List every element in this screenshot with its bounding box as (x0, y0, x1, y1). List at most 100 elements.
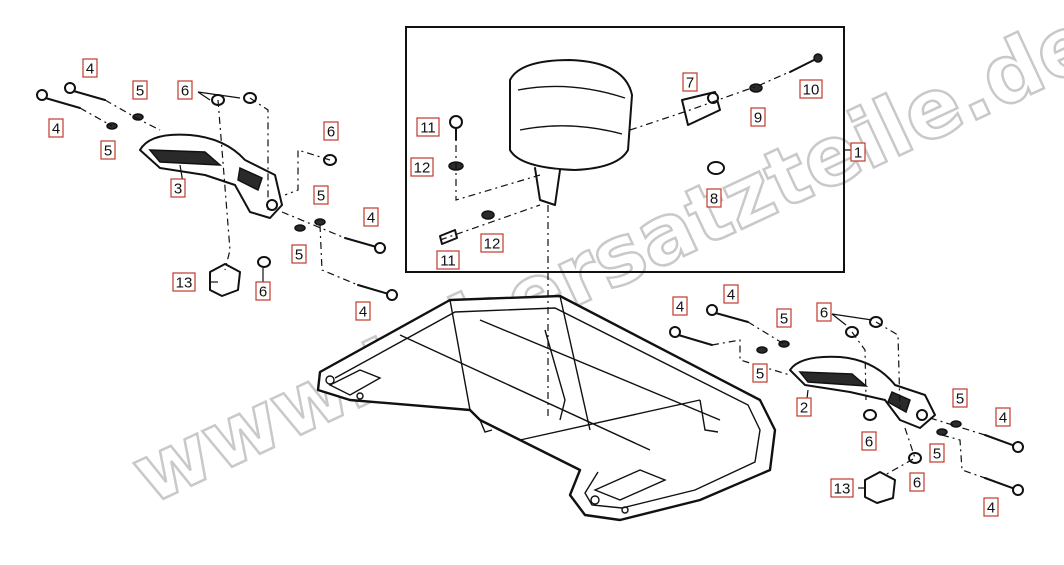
callout-number: 10 (803, 82, 820, 99)
backrest-pad (509, 59, 633, 206)
callout-number: 3 (174, 181, 182, 198)
callout-number: 4 (999, 410, 1007, 427)
callout-c4f: 4 (723, 284, 739, 304)
callout-box (983, 497, 999, 517)
callout-number: 2 (800, 400, 808, 417)
callout-c10: 10 (799, 79, 823, 99)
backrest-washer (749, 83, 763, 93)
callout-box (672, 296, 688, 316)
callout-number: 9 (754, 110, 762, 127)
callout-box (177, 80, 193, 100)
callout-number: 11 (420, 120, 436, 137)
callout-number: 5 (933, 446, 941, 463)
callout-box (929, 443, 945, 463)
left-rubber-block (209, 263, 241, 297)
callout-c8: 8 (706, 188, 722, 208)
callout-c5b: 5 (100, 140, 116, 160)
callout-c12b: 12 (480, 233, 504, 253)
callout-c4g: 4 (995, 407, 1011, 427)
callout-number: 4 (86, 61, 94, 78)
callout-box (132, 80, 148, 100)
callout-c4d: 4 (355, 301, 371, 321)
callout-box (48, 118, 64, 138)
callout-number: 5 (104, 143, 112, 160)
callout-number: 12 (414, 160, 431, 177)
callout-number: 6 (181, 83, 189, 100)
callout-box (752, 363, 768, 383)
callout-box (706, 188, 722, 208)
callout-c6f: 6 (909, 472, 925, 492)
callout-c5g: 5 (952, 388, 968, 408)
callout-number: 5 (756, 366, 764, 383)
callout-box (436, 250, 460, 270)
callout-box (796, 397, 812, 417)
callout-box (172, 272, 196, 292)
backrest-stay (681, 91, 721, 126)
callout-c2: 2 (796, 397, 812, 417)
callout-box (410, 157, 434, 177)
callout-box (723, 284, 739, 304)
callout-box (480, 233, 504, 253)
callout-box (170, 178, 186, 198)
callout-c5d: 5 (291, 244, 307, 264)
callout-number: 7 (686, 75, 694, 92)
callout-number: 13 (834, 481, 851, 498)
callout-c5e: 5 (776, 308, 792, 328)
callout-c5h: 5 (929, 443, 945, 463)
callout-c1: 1 (850, 142, 866, 162)
callout-c6c: 6 (255, 281, 271, 301)
callout-box (682, 72, 698, 92)
callout-c6d: 6 (816, 302, 832, 322)
callout-number: 13 (176, 275, 193, 292)
backrest-screw-lower (439, 229, 458, 245)
callout-c5f: 5 (752, 363, 768, 383)
callout-box (313, 185, 329, 205)
right-passenger-grip (789, 355, 936, 429)
leader-lines (179, 91, 873, 489)
callout-c11a: 11 (416, 117, 440, 137)
callout-number: 11 (440, 253, 456, 270)
callout-number: 5 (780, 311, 788, 328)
callout-number: 1 (854, 145, 862, 162)
callout-c5a: 5 (132, 80, 148, 100)
callout-box (952, 388, 968, 408)
left-passenger-grip (139, 133, 283, 219)
callout-box (363, 207, 379, 227)
callout-number: 4 (987, 500, 995, 517)
right-bolts (669, 304, 1024, 496)
callout-number: 4 (52, 121, 60, 138)
callout-number: 4 (359, 304, 367, 321)
callout-box (799, 79, 823, 99)
callout-c12a: 12 (410, 157, 434, 177)
backrest-bushing (707, 161, 725, 175)
right-rubber-block (864, 471, 896, 504)
callout-box (861, 431, 877, 451)
callout-c13a: 13 (172, 272, 196, 292)
callout-box (830, 478, 854, 498)
callout-c4c: 4 (363, 207, 379, 227)
callout-box (323, 121, 339, 141)
callout-c9: 9 (750, 107, 766, 127)
callout-box (995, 407, 1011, 427)
callout-number: 6 (820, 305, 828, 322)
callout-number: 4 (727, 287, 735, 304)
callout-number: 6 (327, 124, 335, 141)
callout-number: 6 (259, 284, 267, 301)
callout-box (291, 244, 307, 264)
callout-box (82, 58, 98, 78)
callout-c11b: 11 (436, 250, 460, 270)
backrest-screw-upper (449, 115, 463, 141)
callout-box (100, 140, 116, 160)
callout-c5c: 5 (313, 185, 329, 205)
callout-number: 5 (956, 391, 964, 408)
callout-number: 5 (317, 188, 325, 205)
callout-number: 5 (136, 83, 144, 100)
callout-c6a: 6 (177, 80, 193, 100)
callout-c13b: 13 (830, 478, 854, 498)
callout-c4h: 4 (983, 497, 999, 517)
callout-box (750, 107, 766, 127)
callout-number: 5 (295, 247, 303, 264)
